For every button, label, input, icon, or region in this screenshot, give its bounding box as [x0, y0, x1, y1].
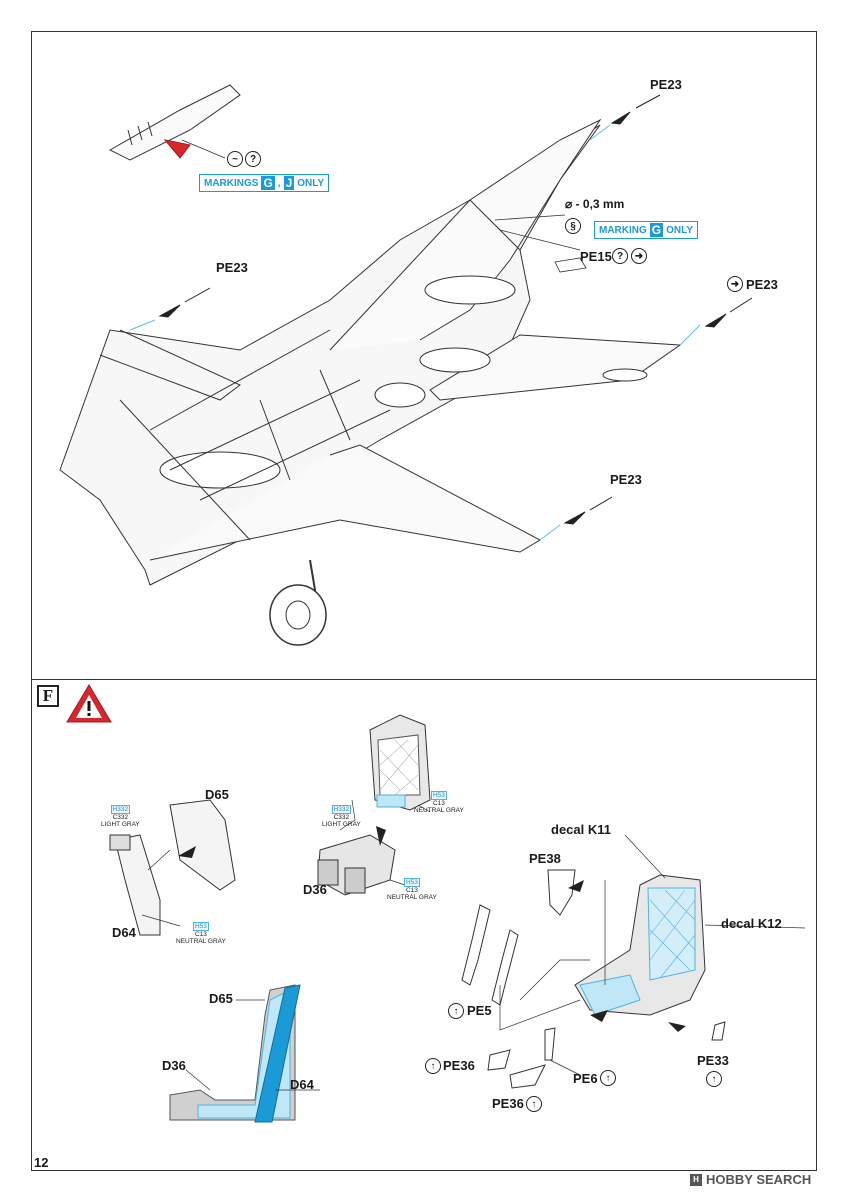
label-d36-a: D36	[303, 882, 327, 897]
color-callout-1: H332 C332 LIGHT GRAY	[101, 805, 140, 828]
pe15-question-icon: ?	[612, 248, 628, 264]
badge-sep: ,	[277, 177, 281, 189]
color-name: NEUTRAL GRAY	[387, 894, 437, 901]
color-code-c: C13	[194, 931, 207, 938]
watermark: H HOBBY SEARCH	[690, 1172, 811, 1187]
label-pe33: PE33	[697, 1053, 729, 1068]
twist-icon: ➜	[727, 276, 743, 292]
color-code-h: H332	[331, 805, 352, 814]
callout-pe23-right: PE23	[746, 277, 778, 292]
badge-suffix: ONLY	[666, 224, 693, 236]
watermark-logo-icon: H	[690, 1173, 702, 1186]
aircraft-tail-illustration	[59, 84, 753, 646]
badge-chip-j: J	[283, 176, 295, 190]
seat-assembly-illustration	[109, 714, 806, 1123]
question-icon: ?	[245, 151, 261, 167]
label-decal-k12: decal K12	[721, 916, 782, 931]
color-code-h: H53	[192, 922, 209, 931]
bend-icon: ~	[227, 151, 243, 167]
drill-callout: ⌀ - 0,3 mm	[565, 197, 625, 211]
callout-pe23-top: PE23	[650, 77, 682, 92]
page-frame	[31, 31, 817, 1171]
badge-suffix: ONLY	[297, 177, 325, 189]
label-decal-k11: decal K11	[551, 822, 611, 837]
color-code-c: C332	[333, 814, 350, 821]
watermark-text: HOBBY SEARCH	[706, 1172, 812, 1187]
color-name: LIGHT GRAY	[101, 821, 140, 828]
color-callout-5: H53 C13 NEUTRAL GRAY	[387, 878, 437, 901]
section-divider	[31, 679, 817, 680]
page-number: 12	[34, 1155, 49, 1170]
pe15-twist-icon: ➜	[631, 248, 647, 264]
label-pe36-b: PE36	[492, 1096, 524, 1111]
pe5-bend-icon: ↑	[448, 1003, 464, 1019]
label-pe5: PE5	[467, 1003, 492, 1018]
warning-icon	[66, 684, 112, 723]
pe36-bend-icon: ↑	[425, 1058, 441, 1074]
color-name: NEUTRAL GRAY	[176, 938, 226, 945]
color-callout-3: H332 C332 LIGHT GRAY	[322, 805, 361, 828]
color-code-c: C13	[405, 887, 418, 894]
label-pe36-a: PE36	[443, 1058, 475, 1073]
label-d36-b: D36	[162, 1058, 186, 1073]
callout-pe23-left: PE23	[216, 260, 248, 275]
label-d64-a: D64	[112, 925, 136, 940]
badge-chip-g: G	[649, 223, 664, 237]
color-code-h: H53	[403, 878, 420, 887]
badge-chip-g: G	[261, 176, 275, 190]
badge-prefix: MARKING	[599, 224, 647, 236]
pe36b-bend-icon: ↑	[526, 1096, 542, 1112]
color-name: LIGHT GRAY	[322, 821, 361, 828]
drill-twist-icon: §	[565, 218, 581, 234]
markings-gj-badge: MARKINGS G , J ONLY	[199, 174, 330, 192]
label-pe6: PE6	[573, 1071, 598, 1086]
color-code-h: H53	[430, 791, 447, 800]
color-code-c: C332	[112, 814, 129, 821]
label-pe38: PE38	[529, 851, 561, 866]
color-name: NEUTRAL GRAY	[414, 807, 464, 814]
pe33-bend-icon: ↑	[706, 1071, 722, 1087]
label-d64-b: D64	[290, 1077, 314, 1092]
section-letter: F	[37, 685, 59, 707]
color-callout-2: H53 C13 NEUTRAL GRAY	[176, 922, 226, 945]
color-callout-4: H53 C13 NEUTRAL GRAY	[414, 791, 464, 814]
label-d65-b: D65	[209, 991, 233, 1006]
color-code-h: H332	[110, 805, 131, 814]
callout-pe15: PE15	[580, 249, 612, 264]
callout-pe23-bottom: PE23	[610, 472, 642, 487]
badge-prefix: MARKINGS	[204, 177, 259, 189]
label-d65-a: D65	[205, 787, 229, 802]
pe6-bend-icon: ↑	[600, 1070, 616, 1086]
color-code-c: C13	[432, 800, 445, 807]
marking-g-badge: MARKING G ONLY	[594, 221, 698, 239]
